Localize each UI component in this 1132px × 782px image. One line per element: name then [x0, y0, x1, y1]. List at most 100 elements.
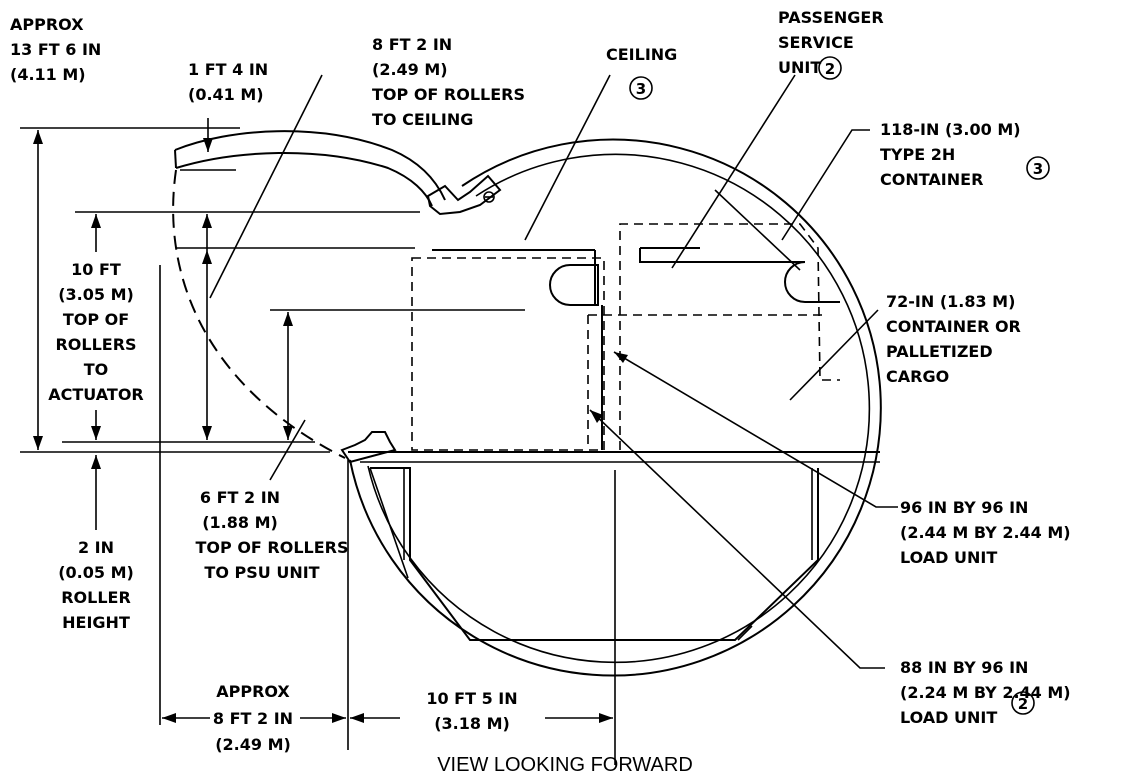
- label-door-width: APPROX 8 FT 2 IN (2.49 M): [213, 682, 293, 754]
- label-line: PALLETIZED: [886, 342, 993, 361]
- label-container72: 72-IN (1.83 M) CONTAINER OR PALLETIZED C…: [886, 292, 1021, 386]
- label-line: 13 FT 6 IN: [10, 40, 101, 59]
- load-unit-88x96: [411, 257, 605, 451]
- label-line: (2.49 M): [215, 735, 291, 754]
- arrow-right-icon: [332, 713, 346, 723]
- label-psu: PASSENGER SERVICE UNIT: [778, 8, 884, 77]
- arrow-left-icon: [162, 713, 176, 723]
- label-line: 96 IN BY 96 IN: [900, 498, 1028, 517]
- label-line: 88 IN BY 96 IN: [900, 658, 1028, 677]
- arrow-head-icon: [614, 352, 628, 363]
- leader-rollers-to-ceiling: [209, 74, 323, 299]
- arrow-up-icon: [91, 214, 101, 228]
- label-line: 118-IN (3.00 M): [880, 120, 1021, 139]
- arrow-up-icon: [283, 312, 293, 326]
- label-line: (2.24 M BY 2.44 M): [900, 683, 1071, 702]
- lower-lobe-structure: [370, 467, 819, 641]
- arrow-up-icon: [33, 130, 43, 144]
- fuselage-hidden-arc: [172, 169, 346, 459]
- cargo-door-inner: [175, 151, 433, 207]
- label-line: TOP OF: [63, 310, 129, 329]
- label-line: ACTUATOR: [48, 385, 144, 404]
- label-rollers-to-ceiling: 8 FT 2 IN (2.49 M) TOP OF ROLLERS TO CEI…: [372, 35, 525, 129]
- arrow-up-icon: [202, 250, 212, 264]
- label-rollers-to-actuator: 10 FT (3.05 M) TOP OF ROLLERS TO ACTUATO…: [48, 260, 144, 404]
- psu-unit-right: [639, 248, 840, 303]
- cargo-door-end: [174, 149, 177, 169]
- door-sill-latch: [340, 431, 397, 464]
- label-rollers-to-psu: 6 FT 2 IN (1.88 M) TOP OF ROLLERS TO PSU…: [196, 488, 349, 582]
- leader-psu-dim: [269, 419, 306, 481]
- label-line: ROLLERS: [55, 335, 136, 354]
- arrow-right-icon: [599, 713, 613, 723]
- arrow-down-icon: [91, 426, 101, 440]
- label-line: (2.44 M BY 2.44 M): [900, 523, 1071, 542]
- arrow-down-icon: [203, 138, 213, 152]
- callout-circle-3-type2h: 3: [1026, 156, 1050, 180]
- label-line: LOAD UNIT: [900, 708, 997, 727]
- cargo-door-outer: [174, 130, 446, 201]
- label-line: (4.11 M): [10, 65, 86, 84]
- hinge-pin-icon: [483, 191, 495, 203]
- label-line: TOP OF ROLLERS: [372, 85, 525, 104]
- arrow-up-icon: [91, 455, 101, 469]
- callout-circle-2-psu: 2: [818, 56, 842, 80]
- label-line: TO PSU UNIT: [204, 563, 319, 582]
- label-line: (1.88 M): [202, 513, 278, 532]
- label-line: (0.41 M): [188, 85, 264, 104]
- label-line: LOAD UNIT: [900, 548, 997, 567]
- leader-load96: [613, 351, 898, 508]
- leader-load88: [589, 409, 885, 669]
- leader-type2h: [781, 129, 870, 241]
- leader-psu: [671, 74, 796, 269]
- label-line: 8 FT 2 IN: [213, 709, 293, 728]
- callout-number: 2: [825, 60, 835, 78]
- label-half-width: 10 FT 5 IN (3.18 M): [426, 689, 517, 733]
- label-load96: 96 IN BY 96 IN (2.44 M BY 2.44 M) LOAD U…: [900, 498, 1071, 567]
- arrow-head-icon: [590, 410, 603, 423]
- arrow-up-icon: [202, 214, 212, 228]
- label-line: (3.05 M): [58, 285, 134, 304]
- label-line: ROLLER: [61, 588, 131, 607]
- arrow-left-icon: [350, 713, 364, 723]
- label-load88: 88 IN BY 96 IN (2.24 M BY 2.44 M) LOAD U…: [900, 658, 1071, 727]
- lower-lobe-side-left: [369, 467, 409, 579]
- label-roller-height: 2 IN (0.05 M) ROLLER HEIGHT: [58, 538, 134, 632]
- leader-72-container: [789, 309, 879, 401]
- fuselage-inner-circle: [367, 153, 871, 664]
- callout-number: 3: [636, 80, 646, 98]
- label-line: 72-IN (1.83 M): [886, 292, 1015, 311]
- callout-circle-2-load88: 2: [1011, 691, 1035, 715]
- arrow-down-icon: [283, 426, 293, 440]
- label-line: (2.49 M): [372, 60, 448, 79]
- label-line: 2 IN: [78, 538, 114, 557]
- label-line: CONTAINER OR: [886, 317, 1021, 336]
- callout-circle-3-ceiling: 3: [629, 76, 653, 100]
- label-line: TOP OF ROLLERS: [196, 538, 349, 557]
- label-ceiling: CEILING: [606, 45, 677, 64]
- leader-ceiling: [524, 74, 611, 241]
- label-line: 8 FT 2 IN: [372, 35, 452, 54]
- label-line: 10 FT 5 IN: [426, 689, 517, 708]
- label-line: 10 FT: [71, 260, 121, 279]
- arrow-down-icon: [33, 436, 43, 450]
- leader-type2h-b: [714, 189, 801, 271]
- arrow-down-icon: [202, 426, 212, 440]
- label-line: TO: [84, 360, 109, 379]
- label-line: SERVICE: [778, 33, 854, 52]
- label-line: CONTAINER: [880, 170, 983, 189]
- fuselage-outer-circle: [349, 138, 882, 677]
- label-line: 1 FT 4 IN: [188, 60, 268, 79]
- label-line: (0.05 M): [58, 563, 134, 582]
- label-line: HEIGHT: [62, 613, 130, 632]
- label-line: APPROX: [10, 15, 84, 34]
- label-line: TO CEILING: [372, 110, 473, 129]
- label-line: APPROX: [216, 682, 290, 701]
- label-approx-height: APPROX 13 FT 6 IN (4.11 M): [10, 15, 101, 84]
- caption-view-looking-forward: VIEW LOOKING FORWARD: [437, 754, 693, 776]
- label-line: (3.18 M): [434, 714, 510, 733]
- callout-number: 3: [1033, 160, 1043, 178]
- psu-unit-left: [549, 264, 599, 306]
